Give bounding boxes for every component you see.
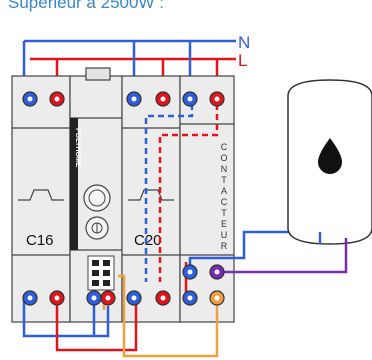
- svg-text:T: T: [221, 175, 227, 185]
- svg-text:C: C: [221, 197, 228, 207]
- polyhome-brand: POLYHOME: [74, 128, 81, 168]
- breaker-c20-label: C20: [134, 232, 162, 249]
- breaker-c16-label: C16: [26, 232, 54, 249]
- svg-text:R: R: [221, 241, 228, 251]
- svg-text:O: O: [220, 153, 227, 163]
- live-label: L: [238, 51, 247, 70]
- din-rail-modules: [11, 67, 235, 323]
- svg-text:T: T: [221, 208, 227, 218]
- live-loop-wire: [55, 298, 138, 352]
- breaker-c16-housing: [11, 75, 71, 323]
- neutral-label: N: [238, 33, 250, 52]
- contactor-neutral-out: [188, 230, 320, 272]
- water-heater: [287, 79, 372, 245]
- control-wires: [144, 104, 219, 282]
- polyhome-face: POLYHOME: [70, 118, 115, 291]
- control-neutral-wire: [144, 104, 194, 282]
- svg-text:U: U: [221, 230, 228, 240]
- svg-text:N: N: [221, 164, 228, 174]
- breaker-c20-housing: [121, 75, 181, 323]
- svg-text:E: E: [221, 219, 227, 229]
- selector-knob-icon: [83, 184, 111, 212]
- heater-link-wire: [217, 238, 348, 274]
- polyhome-terminal-block: [87, 255, 115, 291]
- neutral-loop-wire: [22, 298, 110, 338]
- svg-text:A: A: [221, 186, 227, 196]
- diagram-caption: Supérieur à 2500W :: [8, 0, 164, 12]
- control-live-wire: [158, 104, 219, 282]
- water-drop-icon: [318, 138, 342, 174]
- breaker-faces: [18, 189, 174, 201]
- bottom-wiring: [22, 230, 348, 358]
- svg-text:C: C: [221, 142, 228, 152]
- contactor-label: CON TAC TEU R: [220, 142, 227, 251]
- contactor-feed-wire: [118, 274, 219, 358]
